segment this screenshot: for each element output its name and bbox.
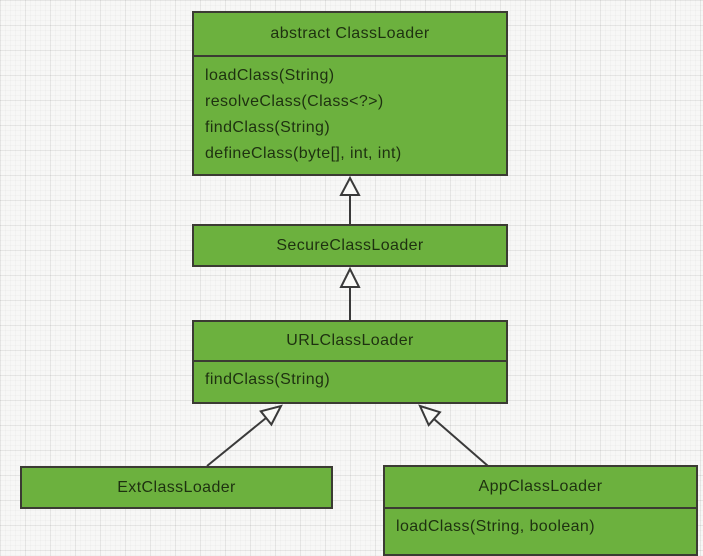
method-item: defineClass(byte[], int, int) — [205, 145, 402, 162]
method-item: resolveClass(Class<?>) — [205, 93, 384, 110]
class-box-abstract-classloader: abstract ClassLoader loadClass(String) r… — [192, 11, 508, 176]
inheritance-arrow-extclassloader-to-urlclassloader — [206, 404, 283, 467]
class-box-appclassloader: AppClassLoader loadClass(String, boolean… — [383, 465, 698, 556]
class-title: abstract ClassLoader — [270, 25, 430, 42]
class-methods: loadClass(String, boolean) — [385, 507, 696, 540]
method-item: findClass(String) — [205, 371, 331, 388]
class-box-urlclassloader: URLClassLoader findClass(String) — [192, 320, 508, 404]
method-item: loadClass(String, boolean) — [396, 518, 595, 535]
inheritance-arrow-appclassloader-to-urlclassloader — [418, 404, 489, 467]
class-title: ExtClassLoader — [117, 478, 236, 496]
method-item: findClass(String) — [205, 119, 331, 136]
method-item: loadClass(String) — [205, 67, 335, 84]
class-title: AppClassLoader — [478, 478, 603, 495]
class-title: URLClassLoader — [286, 332, 414, 349]
inheritance-arrow-secureclassloader-to-classloader — [339, 175, 361, 225]
class-box-extclassloader: ExtClassLoader — [20, 466, 333, 509]
class-title: SecureClassLoader — [276, 236, 424, 254]
inheritance-arrow-urlclassloader-to-secureclassloader — [339, 266, 361, 321]
class-box-secureclassloader: SecureClassLoader — [192, 224, 508, 267]
class-methods: loadClass(String) resolveClass(Class<?>)… — [194, 55, 506, 167]
class-methods: findClass(String) — [194, 360, 506, 393]
